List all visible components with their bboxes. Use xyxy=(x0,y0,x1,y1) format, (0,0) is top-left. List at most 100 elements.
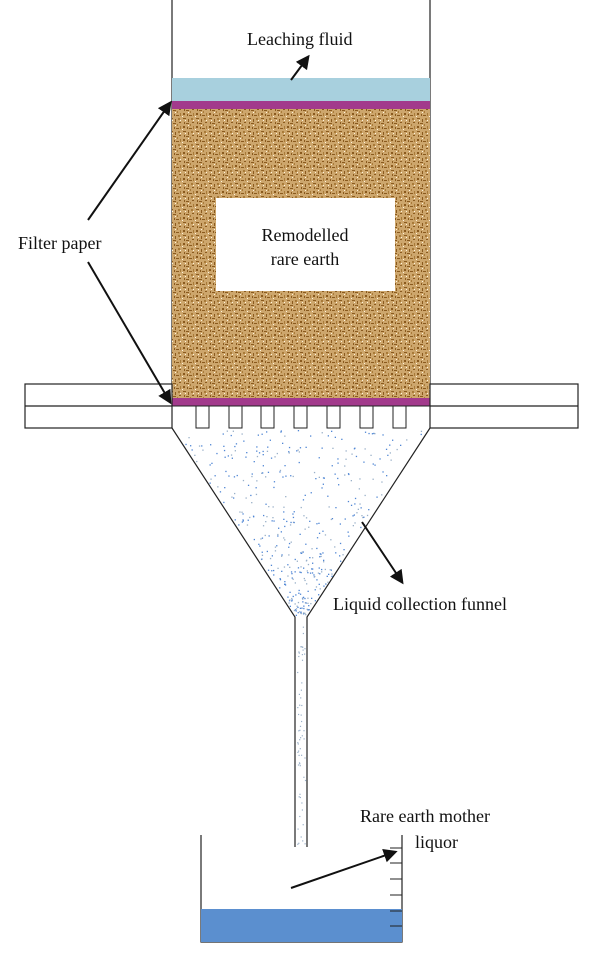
droplet xyxy=(238,524,240,526)
droplet xyxy=(261,537,264,539)
droplet xyxy=(359,503,361,505)
droplet xyxy=(271,520,273,522)
droplet xyxy=(288,451,290,453)
droplet xyxy=(301,659,304,661)
droplet xyxy=(194,454,196,456)
droplet xyxy=(242,520,244,522)
droplet xyxy=(298,461,300,464)
droplet xyxy=(359,478,361,480)
droplet xyxy=(381,481,383,483)
droplet xyxy=(386,475,388,477)
droplet xyxy=(308,526,310,528)
droplet xyxy=(327,435,329,437)
droplet xyxy=(319,588,321,590)
droplet xyxy=(246,452,248,454)
droplet xyxy=(323,477,325,479)
droplet xyxy=(308,609,310,611)
droplet xyxy=(273,569,275,572)
droplet xyxy=(330,539,332,541)
droplet xyxy=(313,471,316,474)
droplet xyxy=(382,434,384,436)
funnel-droplets xyxy=(185,430,423,845)
droplet xyxy=(267,471,270,473)
droplet xyxy=(289,605,291,607)
droplet xyxy=(265,503,267,505)
droplet xyxy=(273,574,275,576)
droplet xyxy=(264,534,266,537)
droplet xyxy=(289,566,291,568)
droplet xyxy=(306,559,308,561)
droplet xyxy=(334,436,336,438)
droplet xyxy=(305,446,307,448)
droplet xyxy=(242,519,244,521)
droplet xyxy=(371,433,374,435)
droplet xyxy=(226,430,228,432)
droplet xyxy=(266,450,269,452)
droplet xyxy=(370,454,372,456)
droplet xyxy=(245,497,247,499)
droplet xyxy=(283,566,286,568)
droplet xyxy=(301,551,303,553)
droplet xyxy=(261,433,263,435)
droplet xyxy=(296,560,298,562)
droplet xyxy=(284,583,286,585)
droplet xyxy=(253,461,255,463)
droplet xyxy=(290,521,292,524)
droplet xyxy=(281,555,283,557)
droplet xyxy=(302,840,304,842)
droplet xyxy=(364,431,367,433)
droplet xyxy=(303,776,305,778)
droplet xyxy=(322,477,325,479)
droplet xyxy=(267,569,270,571)
droplet xyxy=(297,612,299,614)
droplet xyxy=(318,476,320,478)
droplet xyxy=(297,742,299,744)
droplet xyxy=(299,765,301,767)
droplet xyxy=(312,557,314,559)
droplet xyxy=(288,554,290,556)
droplet xyxy=(354,522,356,524)
droplet xyxy=(273,481,276,483)
droplet xyxy=(311,568,313,570)
droplet xyxy=(191,449,193,451)
droplet xyxy=(279,579,282,581)
droplet xyxy=(290,541,292,543)
droplet xyxy=(232,430,234,432)
droplet xyxy=(299,725,302,727)
droplet xyxy=(316,537,319,539)
droplet xyxy=(294,582,296,584)
droplet xyxy=(302,551,304,553)
droplet xyxy=(314,589,316,591)
droplet xyxy=(295,610,297,612)
droplet xyxy=(376,496,378,498)
filter-paper-bottom xyxy=(172,398,430,406)
droplet xyxy=(285,496,287,498)
droplet xyxy=(310,435,312,437)
droplet xyxy=(306,570,308,572)
droplet xyxy=(283,506,285,508)
droplet xyxy=(328,573,330,575)
droplet xyxy=(324,568,326,571)
droplet xyxy=(251,475,253,478)
droplet xyxy=(292,516,295,519)
droplet xyxy=(299,533,301,535)
droplet xyxy=(288,546,290,548)
droplet xyxy=(294,603,296,605)
droplet xyxy=(331,430,333,432)
droplet xyxy=(313,574,315,576)
droplet xyxy=(241,521,243,523)
remodelled-label-line2: rare earth xyxy=(271,249,339,269)
droplet xyxy=(281,554,283,556)
droplet xyxy=(277,535,279,537)
droplet xyxy=(328,506,330,508)
droplet xyxy=(319,553,321,555)
mother-liquor-label-line1: Rare earth mother xyxy=(360,806,490,826)
droplet xyxy=(259,545,261,547)
droplet xyxy=(303,577,305,580)
droplet xyxy=(257,434,259,436)
droplet xyxy=(292,595,294,598)
droplet xyxy=(299,447,302,449)
droplet xyxy=(339,555,341,557)
droplet xyxy=(251,502,253,504)
droplet xyxy=(242,513,244,515)
